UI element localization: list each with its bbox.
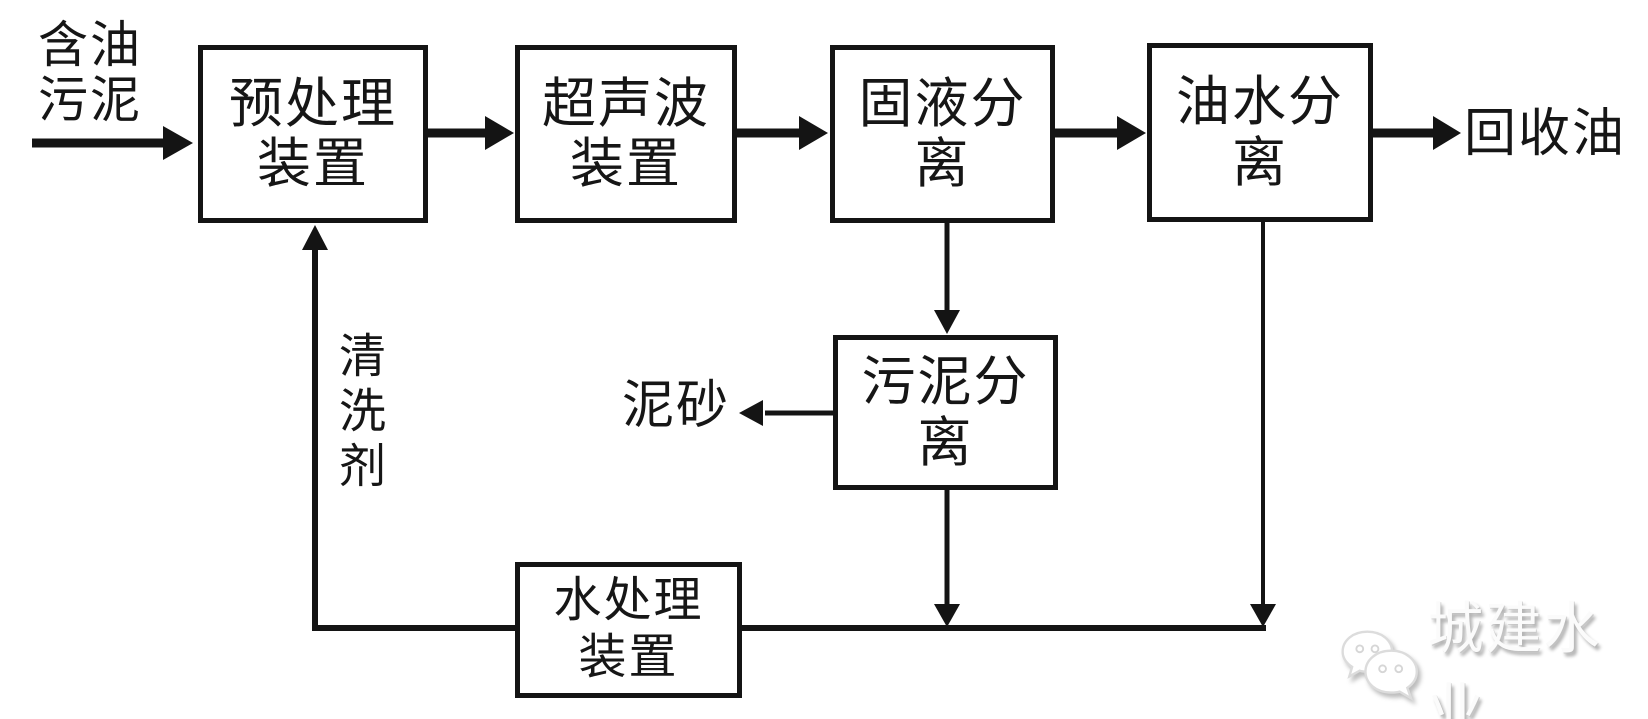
node-water-treatment: 水处理 装置 bbox=[515, 562, 742, 698]
node-water-treatment-label: 水处理 装置 bbox=[553, 574, 704, 684]
node-solid-liquid-separation: 固液分离 bbox=[830, 45, 1055, 223]
arrow-solid-liquid-to-oil-water bbox=[1055, 116, 1146, 150]
label-sediment: 泥砂 bbox=[622, 378, 731, 435]
arrow-sludge-separation-to-water-treatment bbox=[934, 490, 960, 627]
label-recovered-oil: 回收油 bbox=[1464, 106, 1627, 163]
arrow-water-treatment-to-pretreatment bbox=[302, 225, 515, 631]
node-solid-liquid-separation-label: 固液分离 bbox=[858, 73, 1027, 194]
arrow-solid-liquid-to-sludge-separation bbox=[934, 223, 960, 334]
arrow-pretreatment-to-ultrasonic bbox=[428, 116, 514, 150]
wechat-icon bbox=[1341, 630, 1418, 701]
node-pretreatment-label: 预处理 装置 bbox=[229, 73, 397, 194]
node-ultrasonic: 超声波 装置 bbox=[515, 45, 737, 223]
label-cleaning-agent: 清洗剂 bbox=[331, 331, 383, 496]
arrow-sludge-separation-to-sediment bbox=[739, 400, 833, 426]
node-ultrasonic-label: 超声波 装置 bbox=[542, 73, 710, 194]
node-sludge-separation: 污泥分离 bbox=[833, 335, 1058, 490]
node-oil-water-separation: 油水分离 bbox=[1147, 43, 1373, 222]
arrow-oil-water-to-recovered-oil bbox=[1373, 116, 1461, 150]
node-sludge-separation-label: 污泥分离 bbox=[861, 352, 1030, 473]
node-pretreatment: 预处理 装置 bbox=[198, 45, 428, 223]
label-oily-sludge-input: 含油 污泥 bbox=[38, 17, 142, 128]
arrow-ultrasonic-to-solid-liquid bbox=[737, 116, 828, 150]
arrow-oil-water-to-water-treatment bbox=[1250, 222, 1276, 627]
watermark: 城建水业 bbox=[1336, 584, 1648, 719]
watermark-text: 城建水业 bbox=[1427, 597, 1602, 719]
arrow-oily-sludge-input bbox=[32, 126, 193, 160]
node-oil-water-separation-label: 油水分离 bbox=[1176, 72, 1344, 193]
